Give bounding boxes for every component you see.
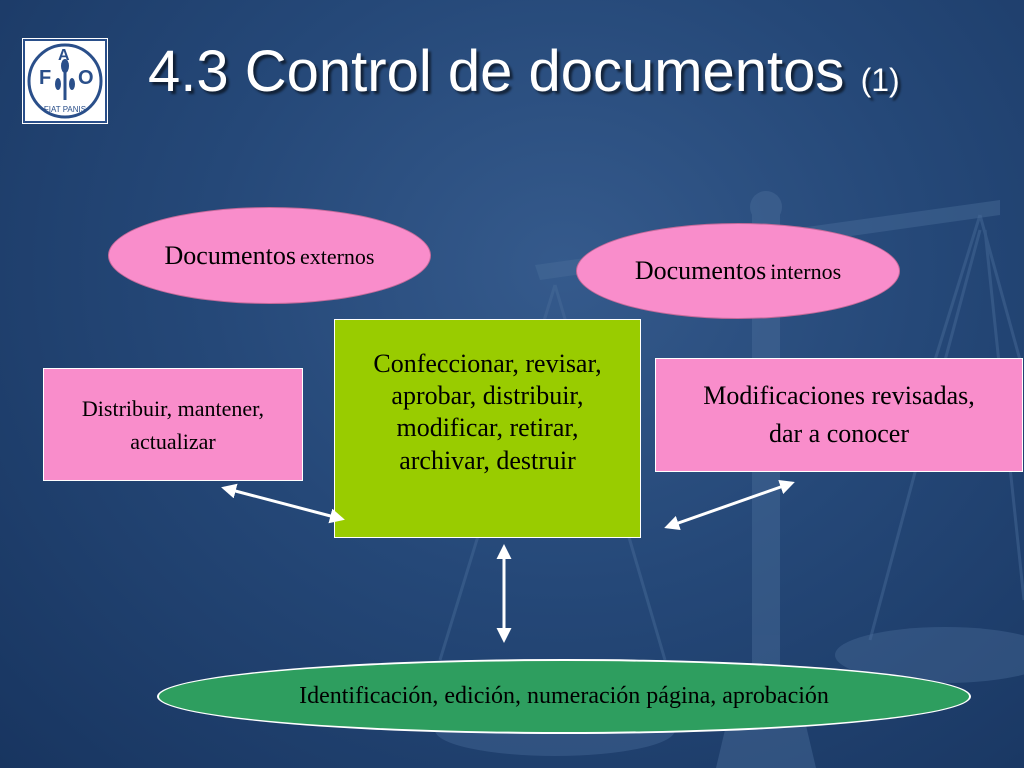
fao-logo: F A O FIAT PANIS (22, 38, 108, 124)
logo-letter-a: A (58, 47, 70, 64)
logo-wheat-icon (55, 59, 75, 100)
slide-title-main: 4.3 Control de documentos (148, 39, 845, 104)
documentos-internos-ellipse: Documentos internos (576, 223, 900, 319)
identificacion-ellipse: Identificación, edición, numeración pági… (157, 659, 971, 734)
logo-ring (27, 43, 103, 119)
slide-title-suffix: (1) (860, 62, 900, 98)
logo-motto: FIAT PANIS (44, 105, 86, 114)
slide-title: 4.3 Control de documentos (1) (148, 40, 900, 104)
logo-border (23, 39, 107, 123)
modificaciones-box: Modificaciones revisadas, dar a conocer (655, 358, 1023, 472)
externos-qualifier: externos (299, 243, 375, 269)
central-process-box: Confeccionar, revisar, aprobar, distribu… (334, 319, 641, 538)
documentos-externos-ellipse: Documentos externos (108, 207, 431, 304)
logo-letter-o: O (78, 67, 94, 89)
internos-qualifier: internos (770, 259, 842, 284)
distribuir-box: Distribuir, mantener, actualizar (43, 368, 303, 481)
internos-word: Documentos (634, 256, 767, 285)
left-double-arrow (221, 483, 345, 524)
right-double-arrow (664, 479, 795, 531)
externos-word: Documentos (164, 240, 296, 270)
identificacion-text: Identificación, edición, numeración pági… (299, 683, 829, 709)
logo-letter-f: F (39, 67, 51, 89)
